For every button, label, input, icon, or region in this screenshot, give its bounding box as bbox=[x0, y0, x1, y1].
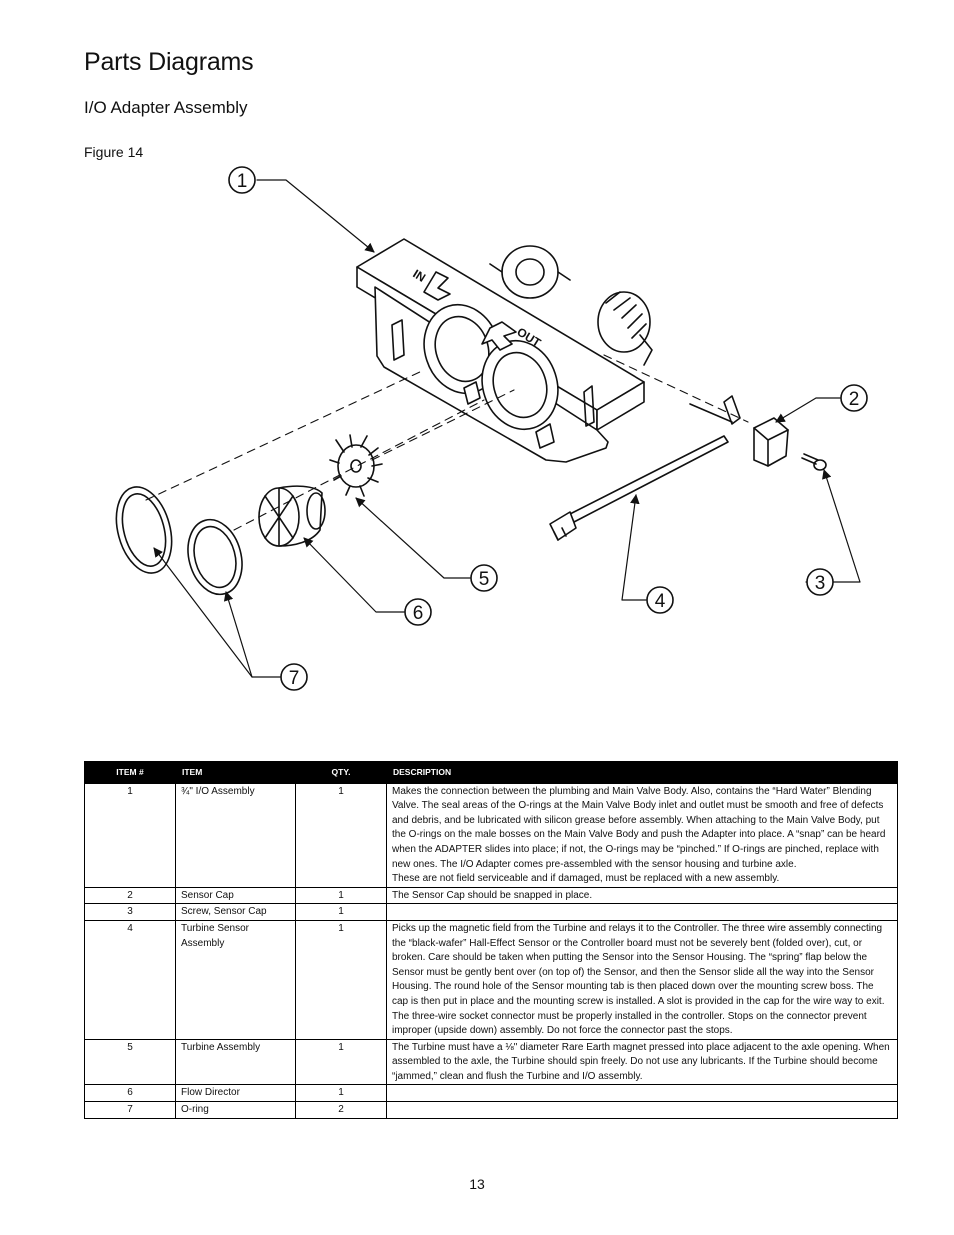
description-text: The Sensor Cap should be snapped in plac… bbox=[392, 889, 593, 901]
cell-qty: 1 bbox=[295, 1084, 387, 1103]
table-row: 4 Turbine Sensor Assembly 1 Picks up the… bbox=[84, 919, 898, 1040]
cell-qty: 1 bbox=[295, 886, 387, 905]
header-item: ITEM bbox=[175, 761, 296, 784]
section-title: I/O Adapter Assembly bbox=[84, 98, 248, 117]
callout-1: 1 bbox=[228, 166, 256, 194]
cell-qty: 1 bbox=[295, 1038, 387, 1086]
cell-description bbox=[386, 1084, 898, 1103]
sensor-cap-screw bbox=[801, 453, 827, 471]
cell-item-number: 1 bbox=[84, 782, 176, 888]
cell-item-number: 7 bbox=[84, 1101, 176, 1119]
description-text: Makes the connection between the plumbin… bbox=[392, 785, 886, 870]
parts-table: ITEM # ITEM QTY. DESCRIPTION 1 ¾" I/O As… bbox=[84, 761, 898, 1119]
figure-label: Figure 14 bbox=[84, 144, 144, 160]
cell-qty: 1 bbox=[295, 919, 387, 1040]
table-row: 2 Sensor Cap 1 The Sensor Cap should be … bbox=[84, 886, 898, 905]
flow-in-arrow bbox=[423, 271, 451, 301]
explode-lines bbox=[145, 354, 749, 531]
header-qty: QTY. bbox=[295, 761, 387, 784]
leader-lines bbox=[153, 179, 861, 678]
table-header-row: ITEM # ITEM QTY. DESCRIPTION bbox=[84, 761, 898, 784]
svg-text:5: 5 bbox=[479, 569, 490, 590]
cell-item: Screw, Sensor Cap bbox=[175, 903, 296, 921]
cell-item: Turbine Sensor Assembly bbox=[175, 919, 296, 1040]
cell-item-number: 6 bbox=[84, 1084, 176, 1103]
table-row: 1 ¾" I/O Assembly 1 Makes the connection… bbox=[84, 782, 898, 888]
callout-5: 5 bbox=[470, 564, 498, 592]
cell-item: Turbine Assembly bbox=[175, 1038, 296, 1086]
cell-item: O-ring bbox=[175, 1101, 296, 1119]
header-description: DESCRIPTION bbox=[386, 761, 898, 784]
cell-qty: 2 bbox=[295, 1101, 387, 1119]
cell-description: Makes the connection between the plumbin… bbox=[386, 782, 898, 888]
io-adapter-housing bbox=[356, 238, 653, 463]
cell-item: Sensor Cap bbox=[175, 886, 296, 905]
turbine bbox=[329, 434, 383, 497]
cell-item: Flow Director bbox=[175, 1084, 296, 1103]
page-number: 13 bbox=[469, 1176, 485, 1192]
description-text: These are not field serviceable and if d… bbox=[392, 873, 780, 885]
sensor-cap bbox=[753, 417, 789, 467]
cell-description: The Turbine must have a ⅛" diameter Rare… bbox=[386, 1038, 898, 1086]
cell-description: Picks up the magnetic field from the Tur… bbox=[386, 919, 898, 1040]
header-item-number: ITEM # bbox=[84, 761, 176, 784]
table-row: 6 Flow Director 1 bbox=[84, 1084, 898, 1103]
cell-description: The Sensor Cap should be snapped in plac… bbox=[386, 886, 898, 905]
svg-text:4: 4 bbox=[655, 591, 666, 612]
cell-item: ¾" I/O Assembly bbox=[175, 782, 296, 888]
parts-diagram: IN OUT bbox=[115, 166, 868, 691]
callout-4: 4 bbox=[646, 586, 674, 614]
flow-out-arrow bbox=[481, 321, 517, 351]
cell-qty: 1 bbox=[295, 782, 387, 888]
cell-item-number: 3 bbox=[84, 903, 176, 921]
cell-description bbox=[386, 1101, 898, 1119]
callout-6: 6 bbox=[404, 598, 432, 626]
callout-7: 7 bbox=[280, 663, 308, 691]
o-ring-outer bbox=[115, 486, 173, 574]
cell-item-number: 2 bbox=[84, 886, 176, 905]
callout-3: 3 bbox=[806, 568, 834, 596]
table-row: 7 O-ring 2 bbox=[84, 1101, 898, 1119]
svg-text:2: 2 bbox=[849, 389, 860, 410]
table-row: 3 Screw, Sensor Cap 1 bbox=[84, 903, 898, 921]
description-text: Picks up the magnetic field from the Tur… bbox=[392, 922, 885, 1037]
cell-item-number: 4 bbox=[84, 919, 176, 1040]
page-title: Parts Diagrams bbox=[84, 48, 254, 76]
description-text: The Turbine must have a ⅛" diameter Rare… bbox=[392, 1041, 890, 1082]
flow-director bbox=[258, 485, 326, 547]
cell-qty: 1 bbox=[295, 903, 387, 921]
svg-text:3: 3 bbox=[815, 573, 826, 594]
cell-description bbox=[386, 903, 898, 921]
svg-text:7: 7 bbox=[289, 668, 300, 689]
callout-2: 2 bbox=[840, 384, 868, 412]
svg-text:6: 6 bbox=[413, 603, 424, 624]
cell-item-number: 5 bbox=[84, 1038, 176, 1086]
svg-text:1: 1 bbox=[237, 171, 248, 192]
table-row: 5 Turbine Assembly 1 The Turbine must ha… bbox=[84, 1038, 898, 1086]
